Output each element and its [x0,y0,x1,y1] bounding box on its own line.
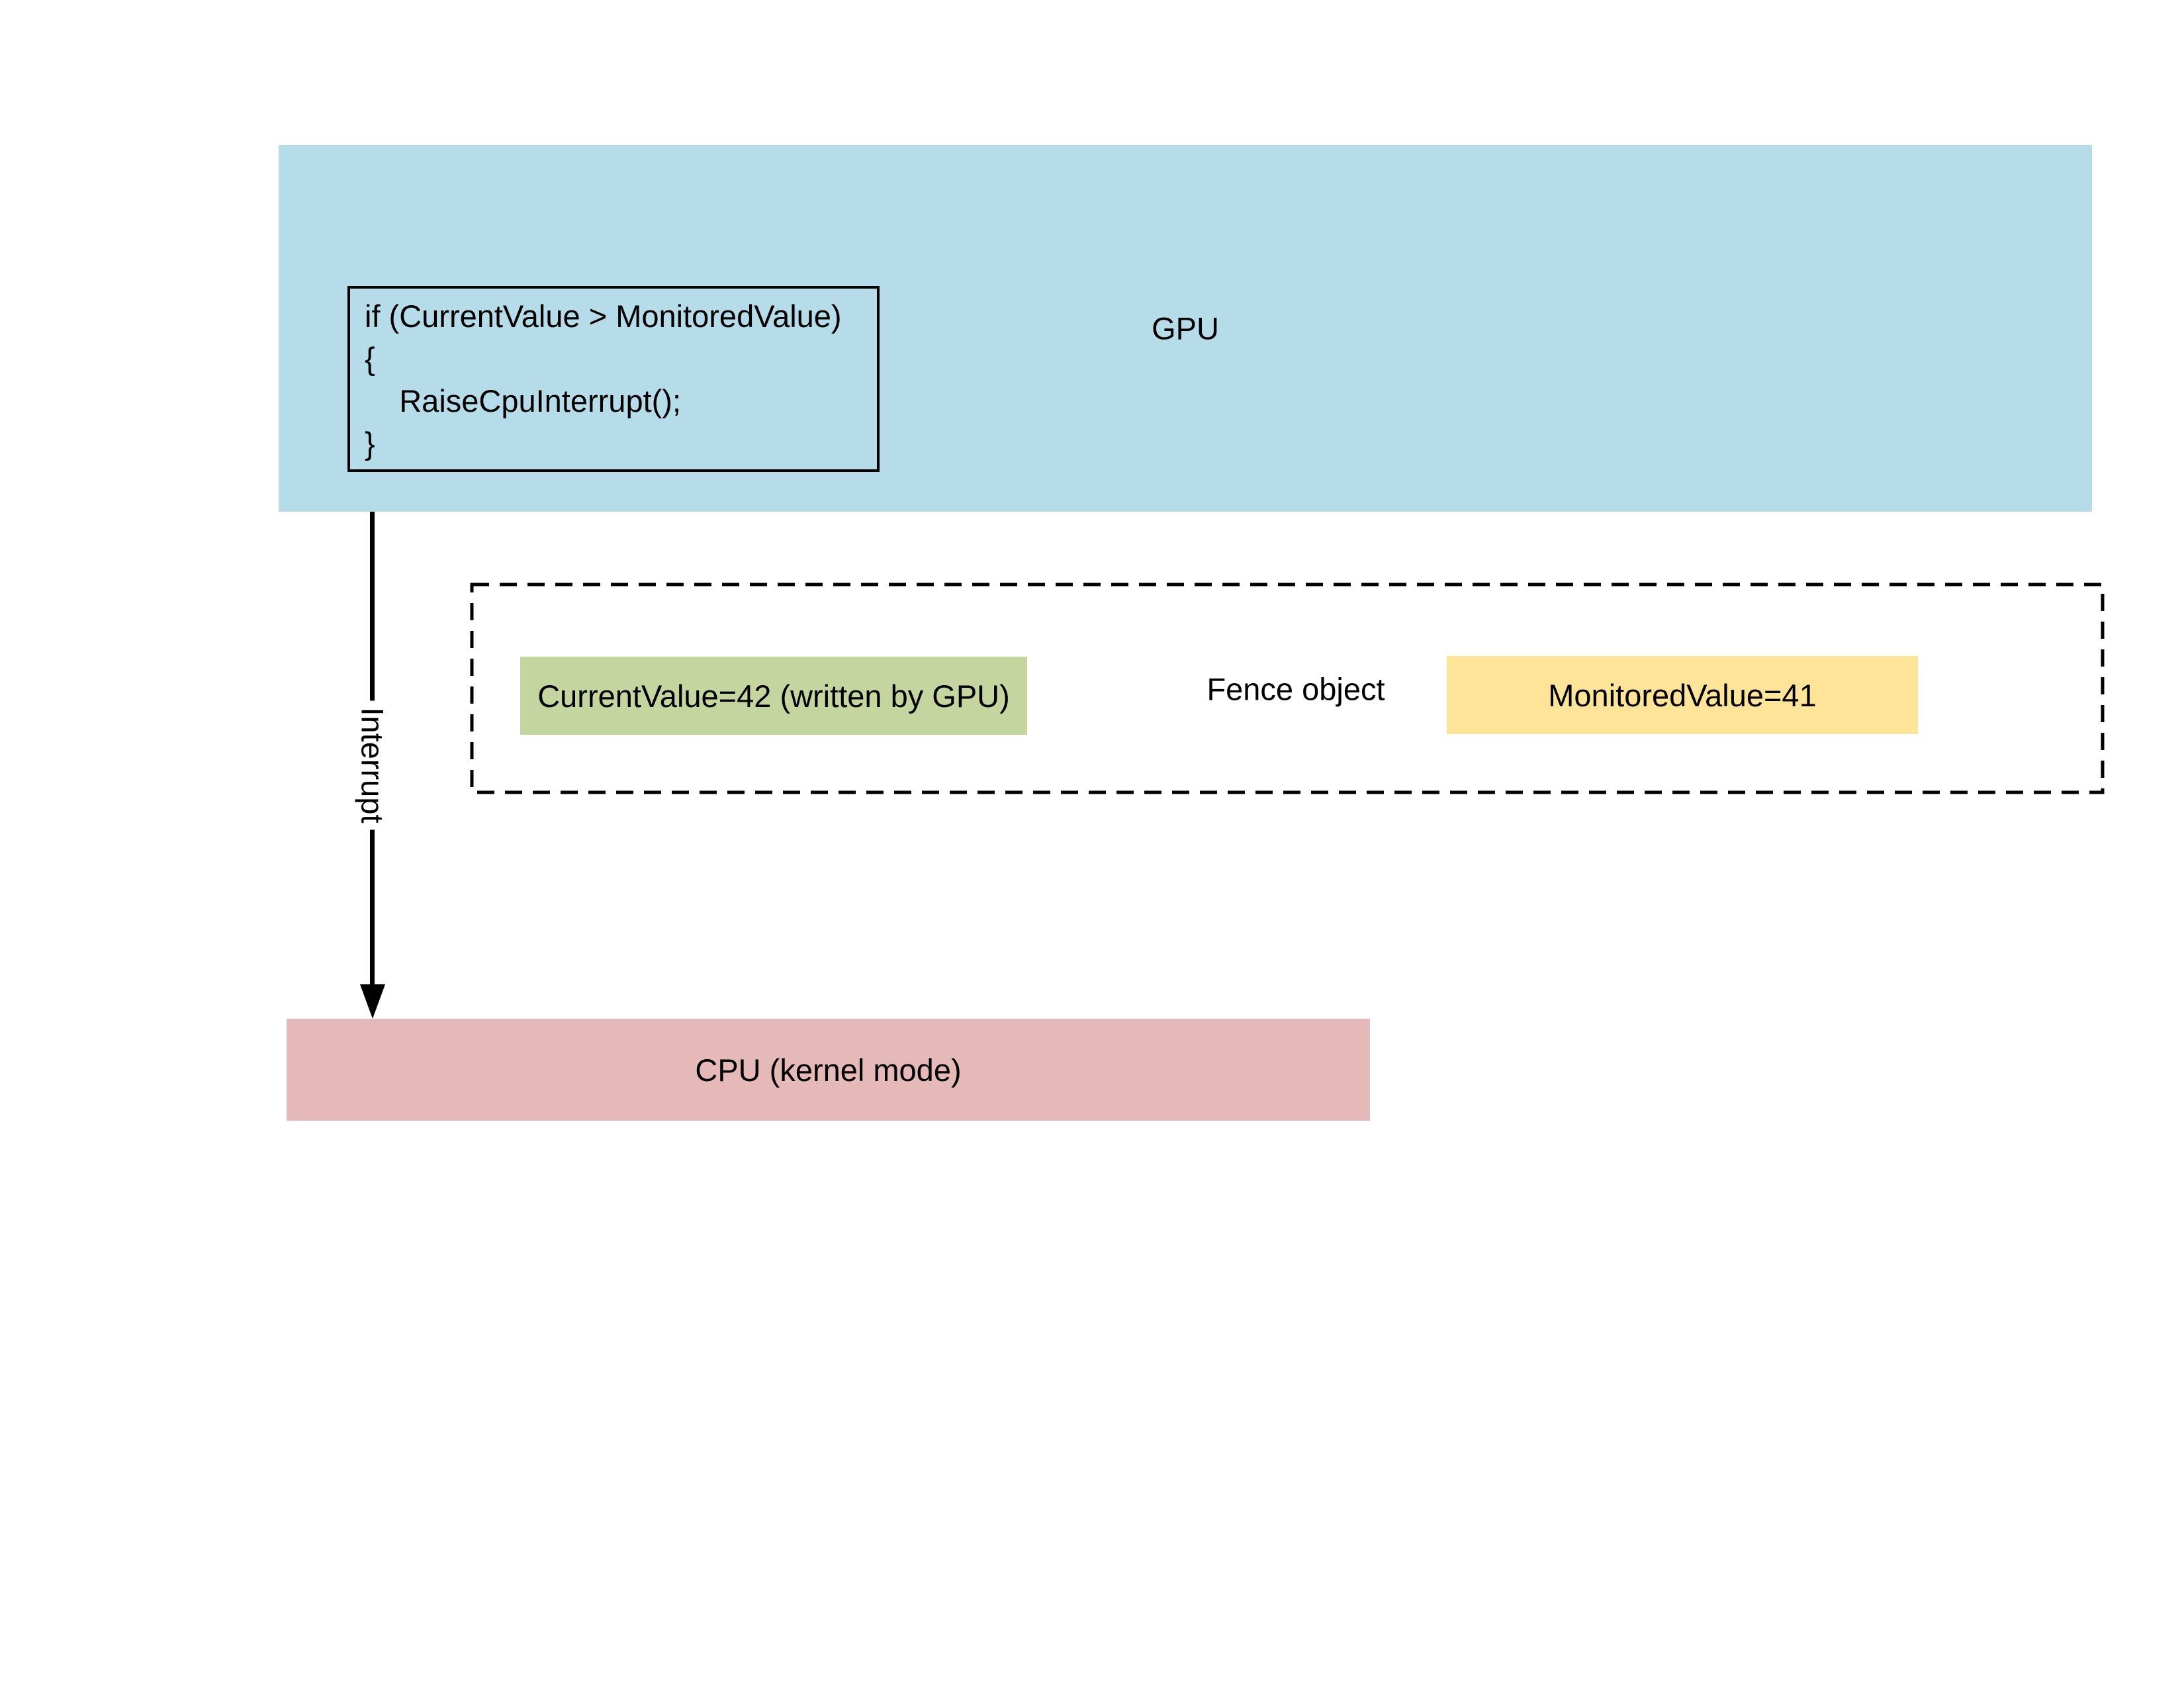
cpu-label: CPU (kernel mode) [695,1052,962,1088]
monitored-value-label: MonitoredValue=41 [1548,677,1817,713]
code-line: } [365,426,375,461]
gpu-condition-code-box: if (CurrentValue > MonitoredValue) { Rai… [347,286,880,472]
code-line: RaiseCpuInterrupt(); [365,383,682,418]
current-value-label: CurrentValue=42 (written by GPU) [537,678,1010,714]
monitored-value-box: MonitoredValue=41 [1447,656,1918,734]
cpu-box: CPU (kernel mode) [287,1019,1370,1121]
fence-object-label: Fence object [1206,671,1385,707]
current-value-box: CurrentValue=42 (written by GPU) [520,657,1027,735]
code-line: { [365,341,375,376]
gpu-label: GPU [1152,310,1219,346]
down-arrow-head-icon [360,984,385,1019]
code-line: if (CurrentValue > MonitoredValue) [365,299,842,334]
interrupt-label: Interrupt [351,700,394,830]
fence-object-box: CurrentValue=42 (written by GPU) Fence o… [470,583,2105,794]
fence-dashed-border [470,583,2105,794]
gpu-box: GPU [279,145,2092,512]
